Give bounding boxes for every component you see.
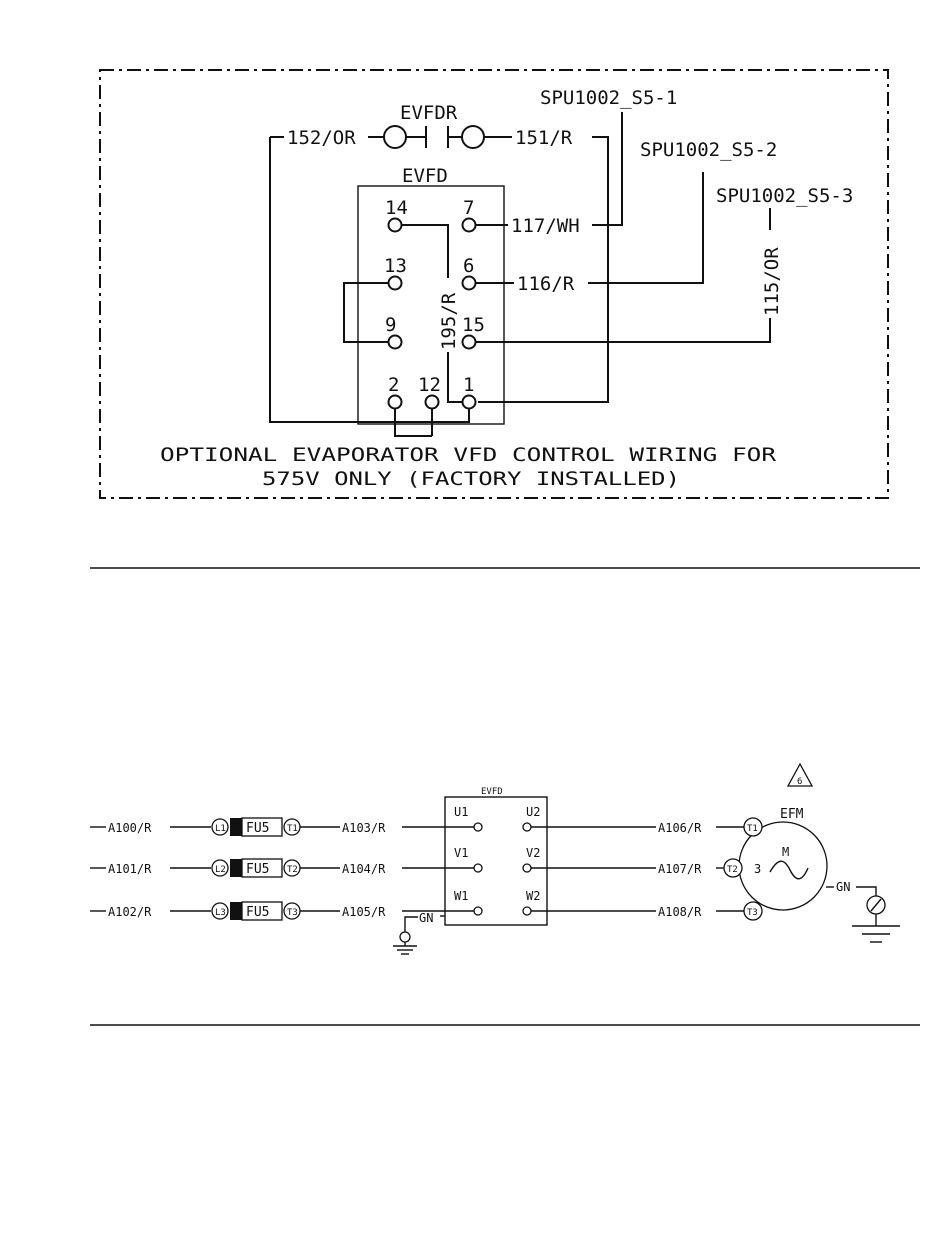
fuse-l2-label: L2 [215, 865, 226, 875]
relay-label: EVFDR [400, 102, 458, 124]
terminal-9 [387, 334, 403, 350]
fuse-2-label: FU5 [246, 862, 269, 877]
wire-label-151: 151/R [515, 127, 573, 149]
vfd-v2: V2 [526, 846, 540, 860]
vfd-u1: U1 [454, 805, 468, 819]
note-triangle-icon [786, 762, 814, 787]
vfd-u2: U2 [526, 805, 540, 819]
wire-a107: A107/R [658, 862, 702, 876]
fuse-l1-terminal [211, 818, 229, 836]
wire-151 [478, 136, 609, 403]
vfd-label: EVFD [481, 787, 503, 797]
terminal-15 [461, 334, 477, 350]
fuse-t3-label: T3 [287, 908, 298, 918]
motor-t3-terminal [743, 901, 763, 921]
terminal-7-label: 7 [463, 197, 474, 219]
vfd-w1: W1 [454, 889, 468, 903]
wire-115 [476, 318, 771, 343]
fuse-1-body [230, 818, 242, 836]
spu-s5-3-label: SPU1002_S5-3 [716, 185, 853, 207]
relay-coil-right [461, 125, 485, 149]
caption-line-2: 575V ONLY (FACTORY INSTALLED) [262, 468, 680, 490]
wire-label-117: 117/WH [511, 215, 580, 237]
wire-117 [592, 112, 623, 226]
fuse-2-body [230, 859, 242, 877]
vfd-ground-terminal [399, 931, 411, 943]
fuse-l2-terminal [211, 859, 229, 877]
vfd-box [444, 796, 548, 926]
relay-coil-left [383, 125, 407, 149]
fuse-l1-label: L1 [215, 824, 226, 834]
wire-a103: A103/R [342, 821, 386, 835]
vfd-w2: W2 [526, 889, 540, 903]
terminal-1 [461, 394, 477, 410]
terminal-9-label: 9 [385, 314, 396, 336]
wire-116 [588, 172, 704, 284]
caption-line-1: OPTIONAL EVAPORATOR VFD CONTROL WIRING F… [160, 444, 777, 466]
wire-label-152: 152/OR [287, 127, 356, 149]
wire-a104: A104/R [342, 862, 386, 876]
wire-label-195: 195/R [438, 292, 460, 350]
wire-a105: A105/R [342, 905, 386, 919]
motor-ground-label: GN [836, 880, 850, 894]
motor-m: M [782, 845, 789, 859]
terminal-7 [461, 217, 477, 233]
terminal-1-label: 1 [463, 374, 474, 396]
spu-s5-1-label: SPU1002_S5-1 [540, 87, 677, 109]
wire-a108: A108/R [658, 905, 702, 919]
fuse-t1-label: T1 [287, 824, 298, 834]
evfd-control-wiring: EVFD EVFDR 152/OR 151/R 14 7 13 6 9 15 2 [99, 69, 889, 499]
wire-label-115: 115/OR [761, 247, 783, 316]
fuse-l3-label: L3 [215, 908, 226, 918]
terminal-12 [424, 394, 440, 410]
spu-s5-2-label: SPU1002_S5-2 [640, 139, 777, 161]
motor-t1-terminal [743, 817, 763, 837]
note-number: 6 [797, 777, 802, 787]
motor-t2-label: T2 [727, 865, 738, 875]
motor-phase: 3 [754, 862, 761, 876]
terminal-6 [461, 275, 477, 291]
terminal-14 [387, 217, 403, 233]
motor-label: EFM [780, 807, 804, 822]
fuse-3-body [230, 902, 242, 920]
ac-symbol [769, 860, 809, 880]
terminal-14-label: 14 [385, 197, 408, 219]
wire-a106: A106/R [658, 821, 702, 835]
motor-t1-label: T1 [747, 824, 758, 834]
evfd-box-label: EVFD [402, 165, 448, 187]
fuse-l3-terminal [211, 902, 229, 920]
wire-label-116: 116/R [517, 273, 575, 295]
terminal-2-label: 2 [388, 374, 399, 396]
wire-a102: A102/R [108, 905, 152, 919]
fuse-t2-label: T2 [287, 865, 298, 875]
wire-152 [269, 137, 432, 423]
motor-t3-label: T3 [747, 908, 758, 918]
vfd-v1: V1 [454, 846, 468, 860]
terminal-13-label: 13 [384, 255, 407, 277]
terminal-12-label: 12 [418, 374, 441, 396]
motor-t2-terminal [723, 858, 743, 878]
terminal-15-label: 15 [462, 314, 485, 336]
fuse-1-label: FU5 [246, 821, 269, 836]
wire-a100: A100/R [108, 821, 152, 835]
fuse-3-label: FU5 [246, 905, 269, 920]
jumper-13-9 [343, 282, 388, 343]
terminal-6-label: 6 [463, 255, 474, 277]
wire-a101: A101/R [108, 862, 152, 876]
evfd-power-wiring: A100/R L1 FU5 T1 A103/R A101/R L2 FU5 T2… [90, 762, 900, 955]
terminal-13 [387, 275, 403, 291]
terminal-2 [387, 394, 403, 410]
vfd-ground-label: GN [419, 911, 433, 925]
dashed-border [99, 69, 889, 499]
